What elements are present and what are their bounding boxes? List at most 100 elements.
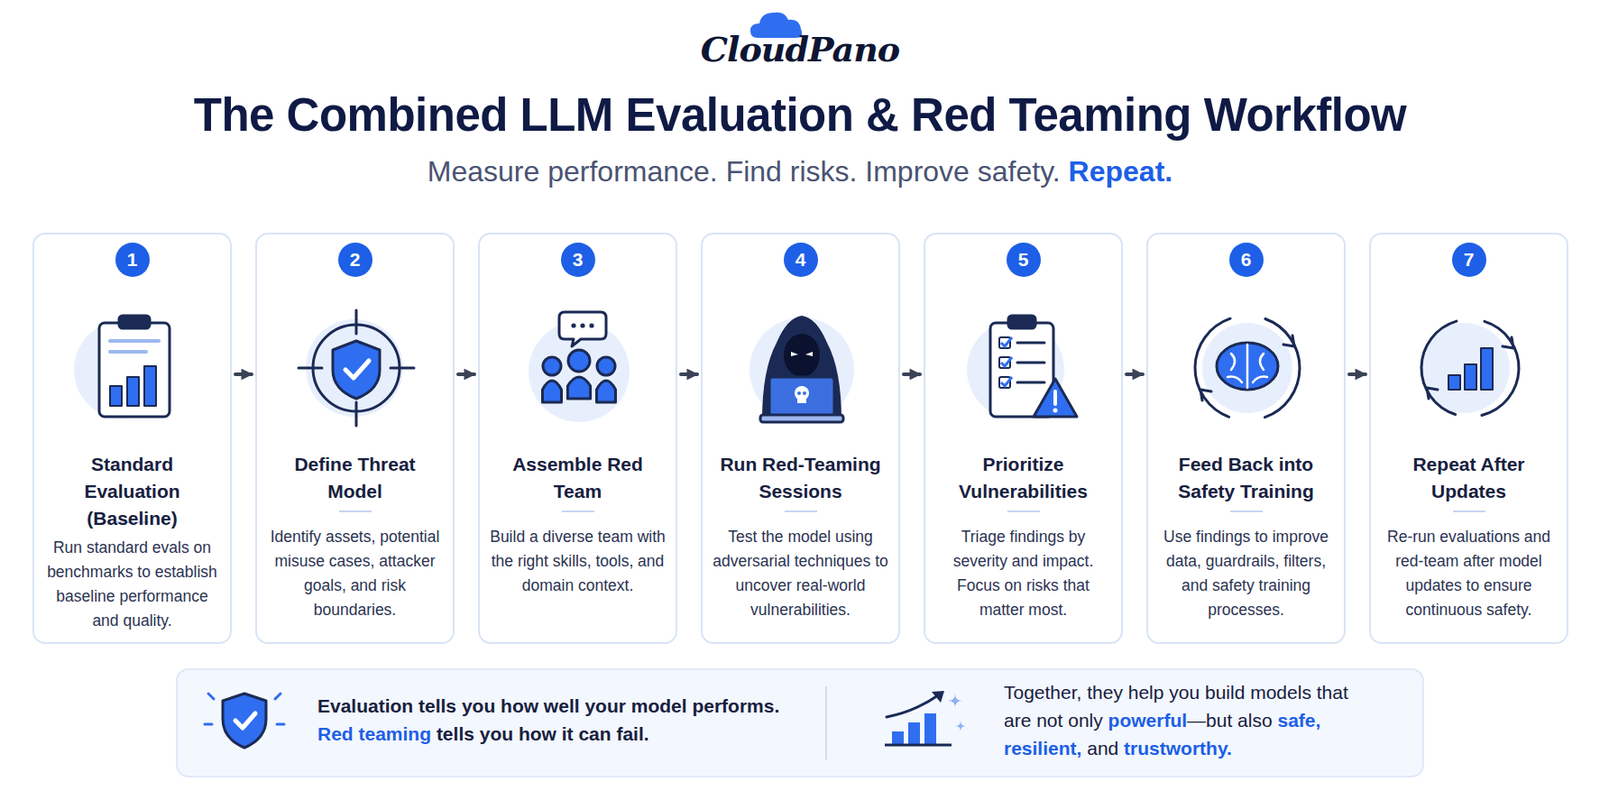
step-illustration-part <box>1502 337 1514 349</box>
step-heading: Feed Back into Safety Training <box>1157 450 1335 506</box>
step-illustration-part <box>355 402 359 426</box>
step-illustration-part <box>797 391 801 396</box>
process-box: 3Assemble Red TeamBuild a diverse team w… <box>478 232 678 644</box>
step-illustration <box>1419 321 1519 415</box>
step-number: 5 <box>1006 242 1041 277</box>
step-body: Identify assets, potential misuse cases,… <box>266 524 444 623</box>
step-number: 3 <box>560 242 596 277</box>
step-illustration-part <box>1283 335 1295 347</box>
subtitle: Measure performance. Find risks. Improve… <box>427 155 1061 188</box>
shield-icon-part <box>222 693 267 748</box>
heading-rule <box>784 510 818 513</box>
step-illustration-part <box>1053 408 1058 414</box>
step-heading: Run Red-Teaming Sessions <box>711 450 890 506</box>
step-illustration-part <box>1202 322 1293 414</box>
flow-arrow <box>1126 372 1143 377</box>
step-illustration-part <box>1252 377 1268 383</box>
step-heading: Repeat After Updates <box>1379 450 1558 506</box>
growth-icon-part <box>908 722 920 745</box>
step-illustration-part <box>1001 357 1012 367</box>
step-illustration-part <box>345 360 369 378</box>
step-illustration-part <box>127 377 139 406</box>
shield-icon-part <box>276 723 285 727</box>
shield-icon-part <box>208 693 214 699</box>
step-illustration-part <box>355 310 359 334</box>
step-illustration-part <box>568 349 590 372</box>
step-illustration-part <box>802 391 807 396</box>
step-illustration-part <box>110 386 122 406</box>
title: The Combined LLM Evaluation & Red Teamin… <box>0 88 1600 142</box>
step-illustration-part <box>1227 377 1242 383</box>
step-heading: Assemble Red Team <box>488 450 667 506</box>
step-illustration <box>749 315 855 423</box>
growth-icon <box>884 690 966 745</box>
growth-icon-part <box>955 720 966 732</box>
summary-panel: Evaluation tells you how well your model… <box>175 668 1425 778</box>
panel-divider <box>825 686 828 760</box>
step-body: Re-run evaluations and red-team after mo… <box>1379 524 1558 623</box>
subtitle-line: Measure performance. Find risks. Improve… <box>0 155 1600 189</box>
subtitle-emphasis: Repeat. <box>1068 155 1174 188</box>
heading-rule <box>1452 510 1486 513</box>
step-illustration-part <box>110 349 147 354</box>
step-heading: Define Threat Model <box>266 450 444 506</box>
step-illustration-part <box>1017 361 1045 365</box>
flow-arrow <box>458 372 475 377</box>
panel-text: —but also <box>1186 709 1273 731</box>
step-illustration-part <box>298 367 322 370</box>
process-box: 6Feed Back into Safety TrainingUse findi… <box>1146 232 1346 644</box>
step-illustration-part <box>1480 348 1493 390</box>
growth-icon-part <box>947 693 963 709</box>
step-illustration-part <box>1231 353 1235 370</box>
step-number: 2 <box>338 242 373 277</box>
heading-rule <box>1007 510 1040 513</box>
step-illustration-part <box>1216 342 1279 390</box>
step-illustration-part <box>570 322 576 328</box>
shield-icon-part <box>275 693 281 699</box>
step-illustration-part <box>797 397 807 404</box>
step-illustration-part <box>760 414 844 423</box>
step-number: 4 <box>783 242 819 277</box>
emphasis-text: Red teaming <box>317 723 432 745</box>
step-illustration-part <box>1481 321 1519 415</box>
step-number: 6 <box>1229 242 1264 277</box>
step-illustration-part <box>1259 353 1264 370</box>
step-illustration-part <box>1008 315 1036 329</box>
step-illustration-part <box>597 380 617 403</box>
emphasis-text: resilient, <box>1003 737 1082 759</box>
step-illustration-part <box>1246 344 1250 388</box>
growth-icon-part <box>886 693 941 718</box>
step-illustration-part <box>1053 391 1058 405</box>
step-illustration-part <box>1448 375 1461 390</box>
step-illustration-part <box>110 339 159 343</box>
step-illustration-part <box>542 357 561 376</box>
flow-arrow <box>235 372 252 377</box>
panel-left-text: Evaluation tells you how well your model… <box>317 691 805 748</box>
flow-arrow <box>680 372 698 377</box>
step-illustration-part <box>769 377 835 417</box>
step-illustration-part <box>144 366 157 406</box>
step-number: 7 <box>1452 242 1487 277</box>
step-number: 1 <box>115 242 150 277</box>
panel-right-text: Together, they help you build models tha… <box>1003 678 1376 763</box>
step-illustration-part <box>1017 341 1045 345</box>
step-illustration-part <box>1464 364 1477 390</box>
step-body: Use findings to improve data, guardrails… <box>1157 524 1335 623</box>
step-illustration-part <box>783 333 820 378</box>
growth-icon-part <box>924 713 937 745</box>
step-illustration <box>966 315 1077 419</box>
panel-text: and <box>1086 737 1119 759</box>
step-illustration-part <box>1033 378 1077 417</box>
growth-icon-part <box>931 690 945 703</box>
step-icon <box>34 234 234 643</box>
panel-text: Evaluation tells you how well your model… <box>317 691 805 720</box>
step-illustration-part <box>559 312 607 347</box>
process-box: 2Define Threat ModelIdentify assets, pot… <box>255 232 455 644</box>
flow-arrow <box>1349 372 1366 377</box>
step-illustration-part <box>790 351 813 357</box>
growth-icon-part <box>884 744 952 747</box>
process-box: 4Run Red-Teaming SessionsTest the model … <box>700 232 901 644</box>
emphasis-text: safe, <box>1278 709 1322 731</box>
step-illustration <box>1195 318 1300 417</box>
process-box: 5Prioritize VulnerabilitiesTriage findin… <box>923 232 1123 644</box>
